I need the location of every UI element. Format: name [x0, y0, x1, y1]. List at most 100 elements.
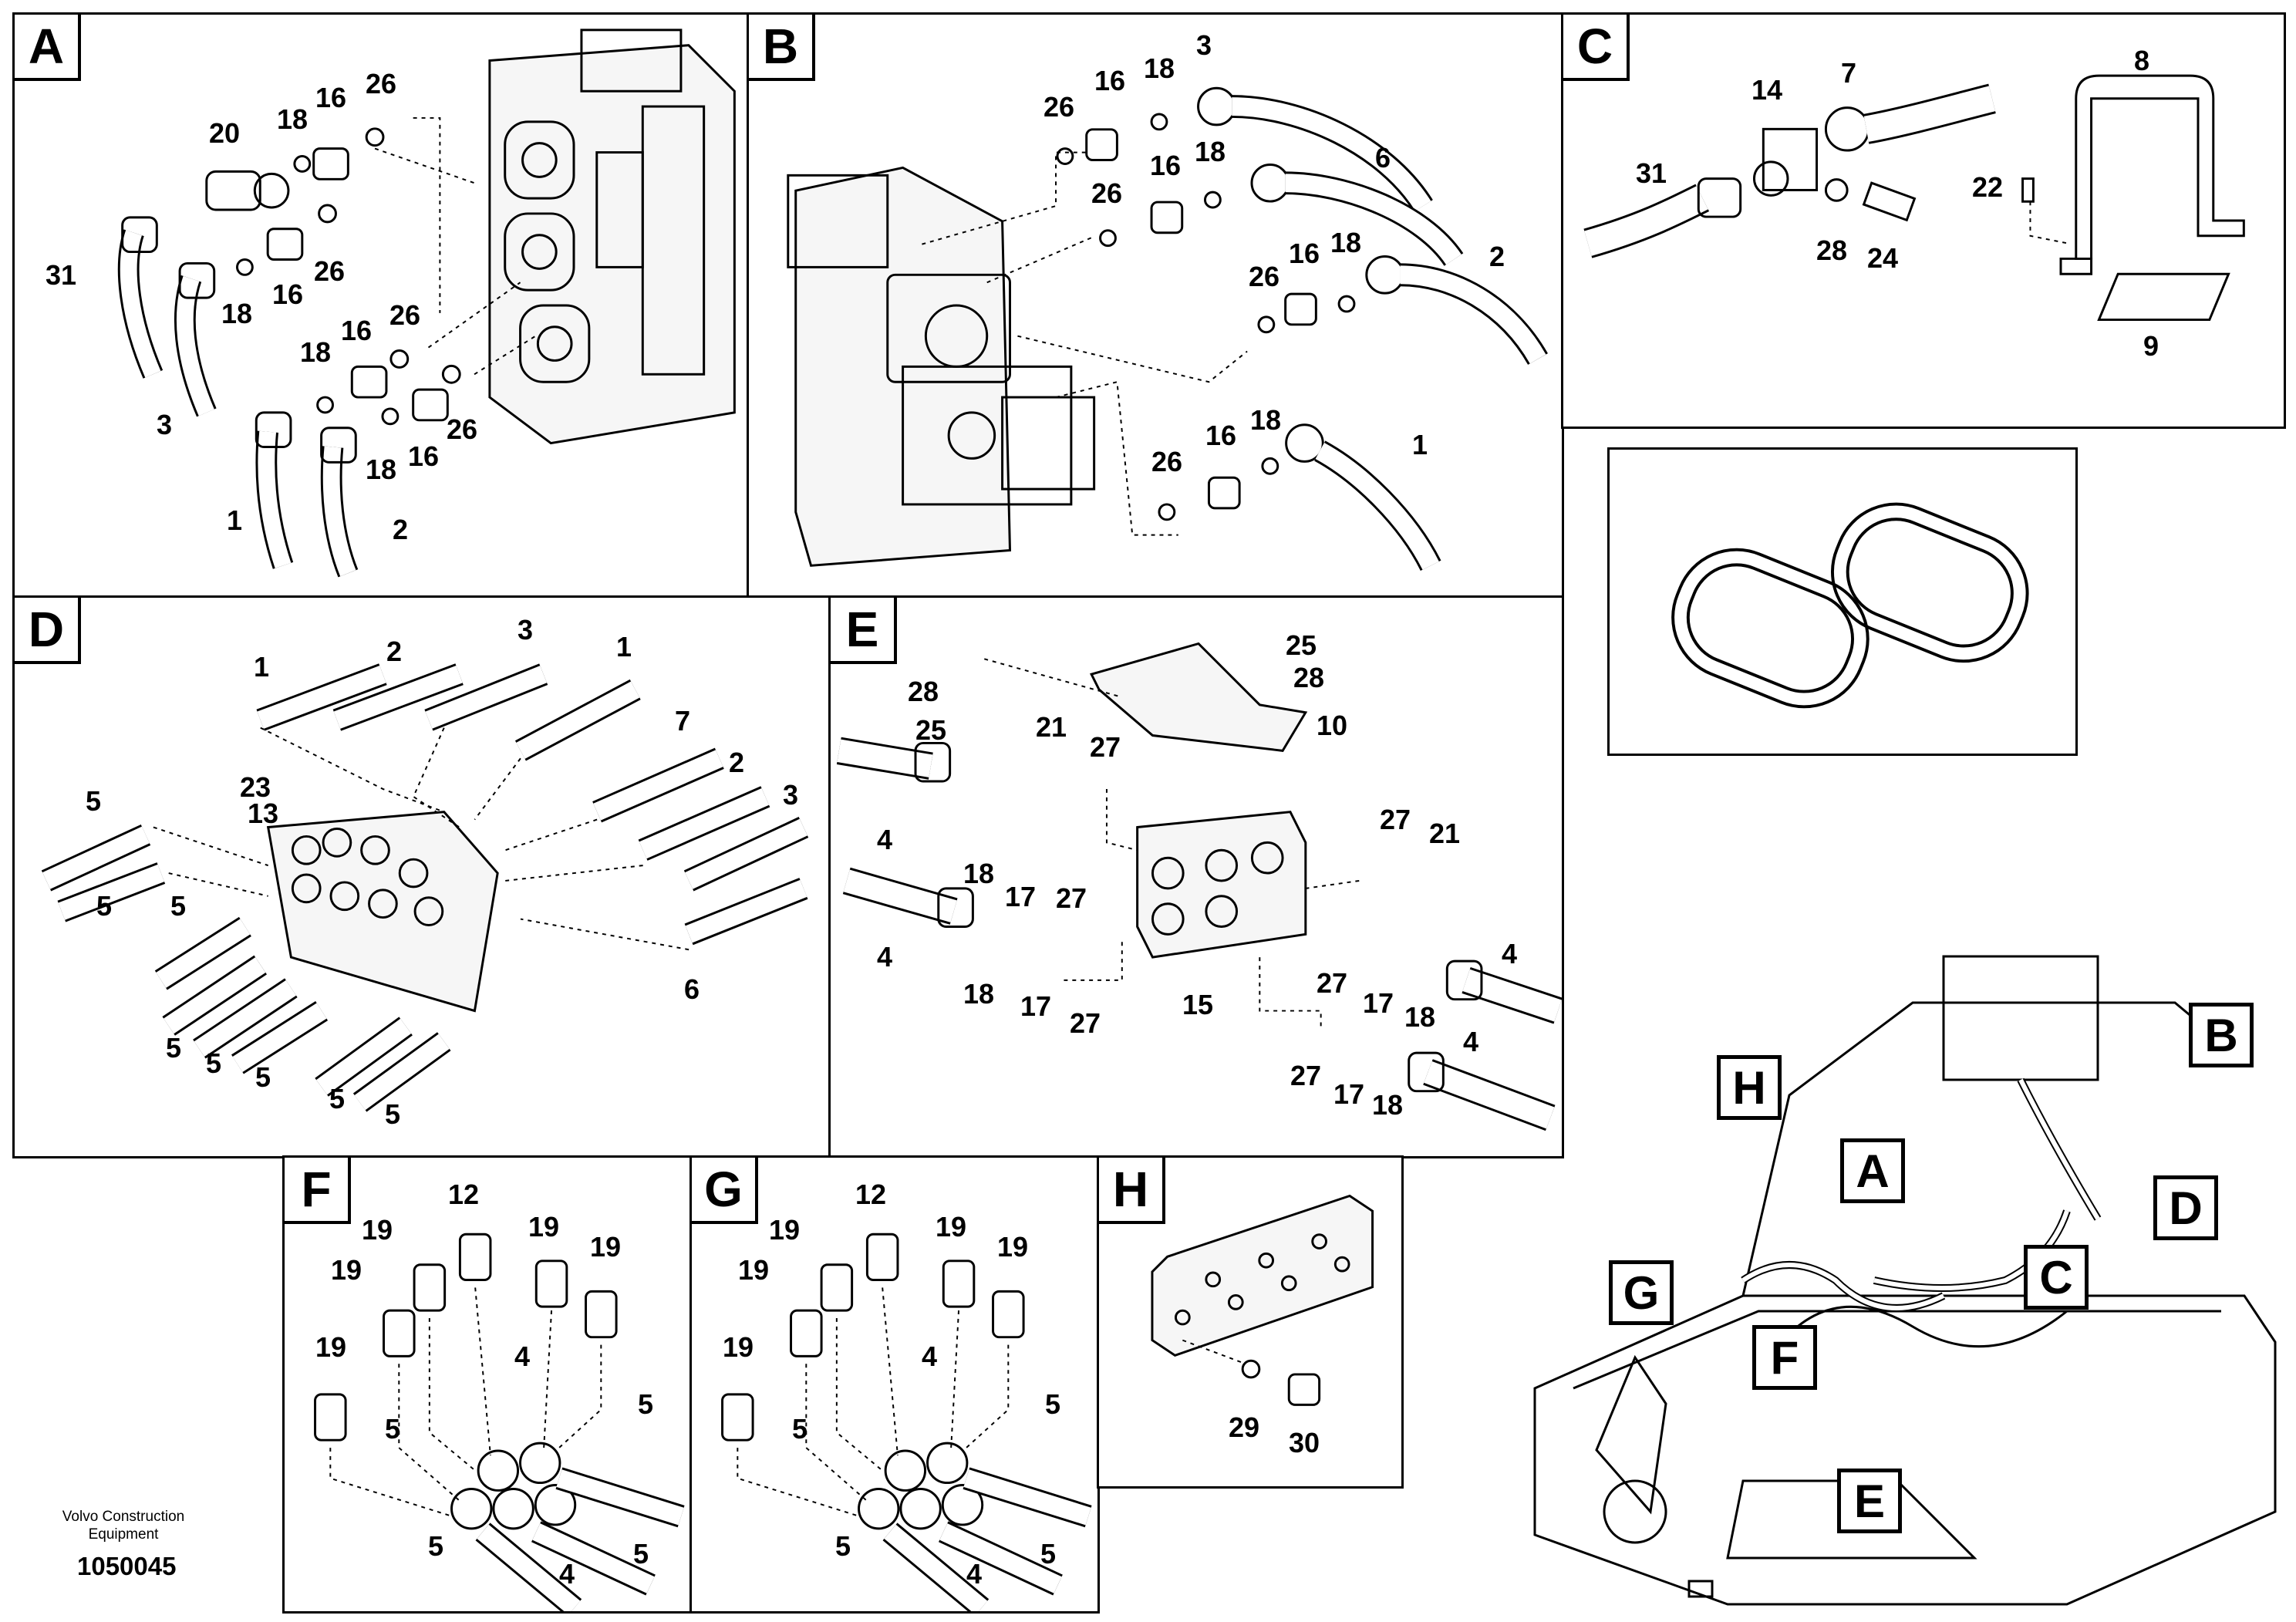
part-label: 18	[1250, 404, 1282, 436]
part-label: 17	[1363, 987, 1394, 1019]
part-label: 5	[1045, 1388, 1061, 1420]
part-label: 17	[1333, 1078, 1365, 1110]
part-label: 29	[1229, 1411, 1260, 1443]
part-label: 25	[1286, 629, 1317, 661]
part-label: 14	[1752, 74, 1783, 106]
part-label: 5	[633, 1538, 649, 1570]
part-label: 1	[616, 631, 632, 663]
part-label: 1	[227, 504, 243, 536]
callout-d: D	[2153, 1175, 2218, 1240]
part-label: 15	[1182, 989, 1214, 1020]
part-label: 16	[315, 82, 347, 113]
part-label: 26	[366, 68, 397, 99]
callout-e: E	[1837, 1469, 1902, 1533]
part-label: 31	[46, 259, 77, 291]
part-label: 2	[386, 636, 403, 667]
panel-g-drawing	[721, 1233, 1092, 1611]
part-label: 1	[254, 651, 270, 683]
part-label: 28	[908, 676, 939, 707]
part-label: 4	[922, 1340, 938, 1372]
part-label: 22	[1972, 171, 2004, 203]
panel-c-drawing	[1583, 74, 2245, 322]
part-label: 5	[385, 1413, 401, 1445]
part-label: 2	[729, 747, 745, 778]
part-label: 19	[738, 1254, 770, 1286]
part-label: 5	[835, 1530, 851, 1562]
part-label: 17	[1005, 881, 1037, 912]
part-label: 28	[1293, 662, 1325, 693]
panel-e-label: E	[831, 598, 897, 664]
part-label: 5	[86, 785, 102, 817]
part-label: 6	[1375, 142, 1391, 174]
part-label: 5	[329, 1083, 346, 1114]
panel-f: F 12 19 19 19 19 19 4 5 5 5 5 4	[282, 1155, 693, 1614]
part-label: 16	[1150, 150, 1182, 181]
part-label: 4	[1463, 1026, 1479, 1057]
part-label: 26	[447, 413, 478, 445]
part-label: 4	[559, 1558, 575, 1590]
part-label: 17	[1020, 990, 1052, 1022]
panel-a-drawing	[117, 29, 736, 578]
part-label: 7	[1841, 57, 1857, 89]
part-label: 19	[331, 1254, 362, 1286]
callout-f: F	[1752, 1325, 1817, 1390]
panel-h-label: H	[1099, 1158, 1165, 1224]
part-label: 18	[963, 978, 995, 1010]
part-label: 19	[997, 1231, 1029, 1263]
document-number: 1050045	[77, 1552, 177, 1580]
panel-h-drawing	[1151, 1194, 1374, 1406]
part-label: 26	[1091, 177, 1123, 209]
part-label: 19	[723, 1331, 754, 1363]
panel-e: E 25 28 28 25 10 21 27 4 18 17 27 4 18 1…	[828, 595, 1564, 1158]
part-label: 4	[1502, 938, 1518, 969]
part-label: 3	[1196, 29, 1212, 61]
part-label: 26	[389, 299, 421, 331]
part-label: 18	[1195, 136, 1226, 167]
part-label: 21	[1429, 818, 1461, 849]
part-label: 27	[1070, 1007, 1101, 1039]
part-label: 19	[362, 1214, 393, 1246]
part-label: 1	[1412, 429, 1428, 460]
callout-g: G	[1609, 1260, 1674, 1325]
callout-h: H	[1717, 1055, 1782, 1120]
part-label: 20	[209, 117, 241, 149]
panel-g-label: G	[692, 1158, 758, 1224]
panel-d: D	[12, 595, 831, 1158]
part-label: 5	[428, 1530, 444, 1562]
part-label: 16	[1289, 238, 1320, 269]
part-label: 5	[792, 1413, 808, 1445]
part-label: 31	[1636, 157, 1667, 189]
part-label: 5	[638, 1388, 654, 1420]
panel-b: B 26 16 18 3 26 16 18 6 26 16 18	[747, 12, 1564, 599]
part-label: 27	[1290, 1060, 1322, 1091]
part-label: 3	[157, 409, 173, 440]
panel-b-label: B	[749, 15, 815, 81]
panel-c: C 31 14 7 8 22 28 24 9	[1561, 12, 2286, 429]
panel-f-label: F	[285, 1158, 351, 1224]
part-label: 5	[255, 1061, 271, 1093]
part-label: 19	[590, 1231, 622, 1263]
part-label: 5	[206, 1047, 222, 1079]
panel-seal-rings	[1607, 447, 2078, 756]
part-label: 16	[1205, 420, 1237, 451]
part-label: 5	[96, 890, 113, 922]
part-label: 9	[2143, 330, 2159, 362]
part-label: 5	[166, 1032, 182, 1064]
part-label: 19	[769, 1214, 801, 1246]
part-label: 12	[855, 1179, 887, 1210]
company-logo-text: Volvo Construction Equipment	[62, 1509, 185, 1543]
part-label: 18	[1372, 1089, 1404, 1121]
panel-d-label: D	[15, 598, 81, 664]
part-label: 19	[315, 1331, 347, 1363]
part-label: 26	[1043, 91, 1075, 123]
panel-h: H 29 30	[1097, 1155, 1404, 1489]
part-label: 23	[240, 771, 271, 803]
part-label: 3	[783, 779, 799, 811]
part-label: 2	[1489, 241, 1505, 272]
part-label: 28	[1816, 234, 1848, 266]
part-label: 5	[1040, 1538, 1057, 1570]
panel-f-drawing	[314, 1233, 685, 1611]
callout-a: A	[1840, 1138, 1905, 1203]
part-label: 3	[518, 614, 534, 646]
panel-e-drawing	[836, 642, 1562, 1131]
